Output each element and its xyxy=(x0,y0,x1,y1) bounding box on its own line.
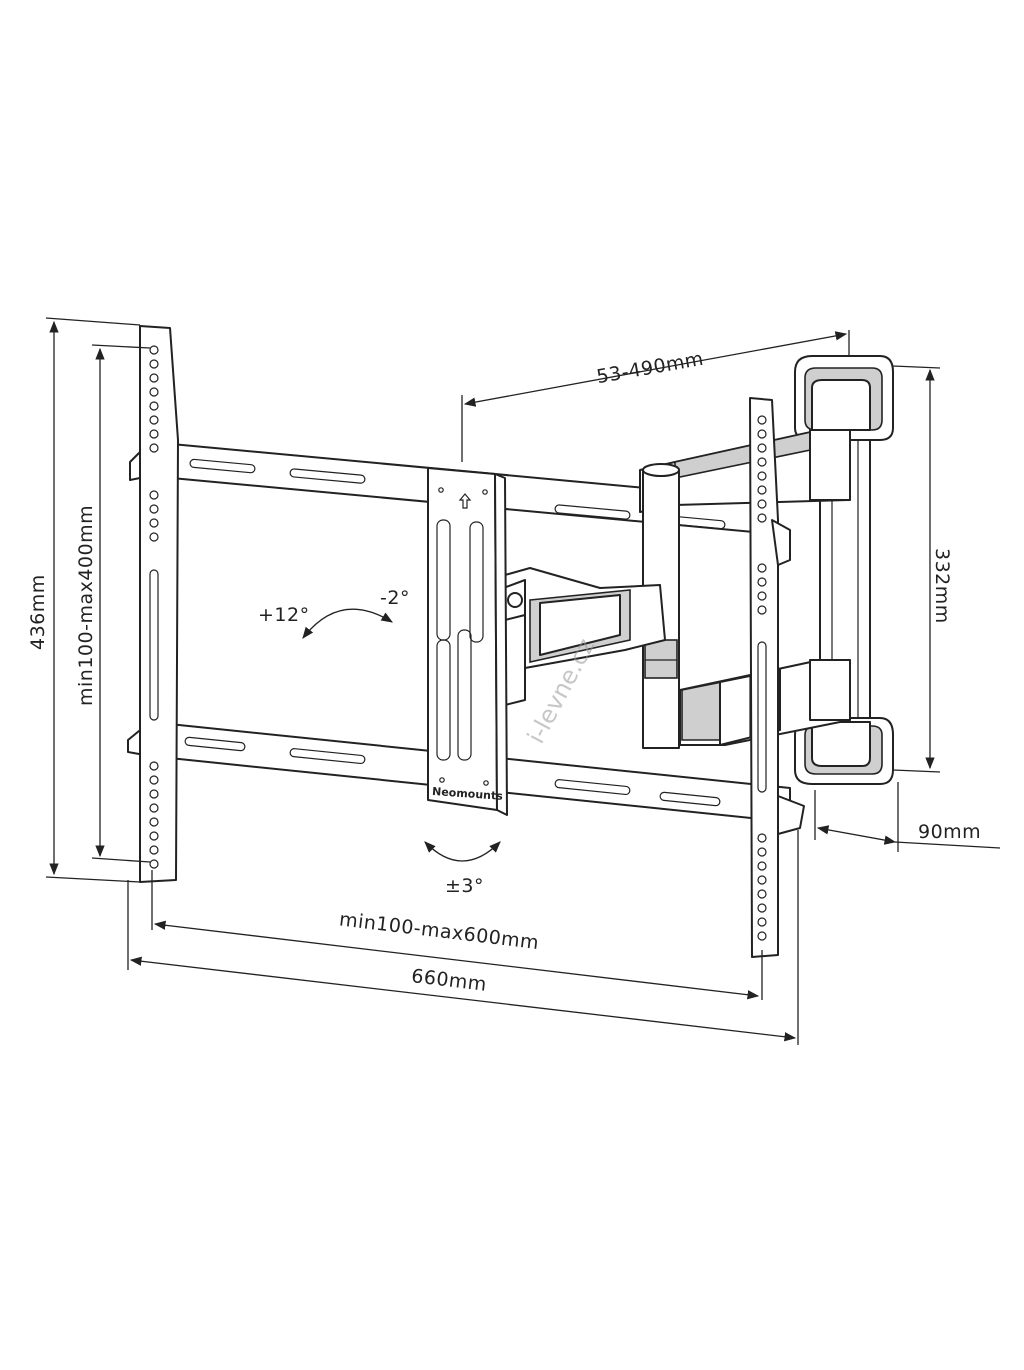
brand-label: Neomounts xyxy=(432,785,504,803)
vertical-hole-range-label: min100-max400mm xyxy=(75,505,97,706)
left-upright xyxy=(139,325,179,883)
rotation-label: ±3° xyxy=(445,875,484,897)
total-height-label: 436mm xyxy=(27,574,49,650)
tilt-down-label: -2° xyxy=(380,587,410,609)
angle-arcs xyxy=(302,608,501,862)
wall-plate-height-label: 332mm xyxy=(931,548,953,624)
dimension-lines xyxy=(45,317,1001,1045)
horizontal-hole-range-label: min100-max600mm xyxy=(338,908,540,954)
wall-depth-label: 90mm xyxy=(918,821,981,843)
upper-arm xyxy=(639,429,851,513)
mount-drawing: Neomounts xyxy=(127,325,894,958)
center-plate: Neomounts xyxy=(427,467,508,816)
tilt-head xyxy=(497,567,666,706)
tilt-up-label: +12° xyxy=(258,604,310,626)
right-upright xyxy=(749,397,805,958)
arm-extension-label: 53-490mm xyxy=(595,348,706,388)
total-width-label: 660mm xyxy=(410,965,488,996)
